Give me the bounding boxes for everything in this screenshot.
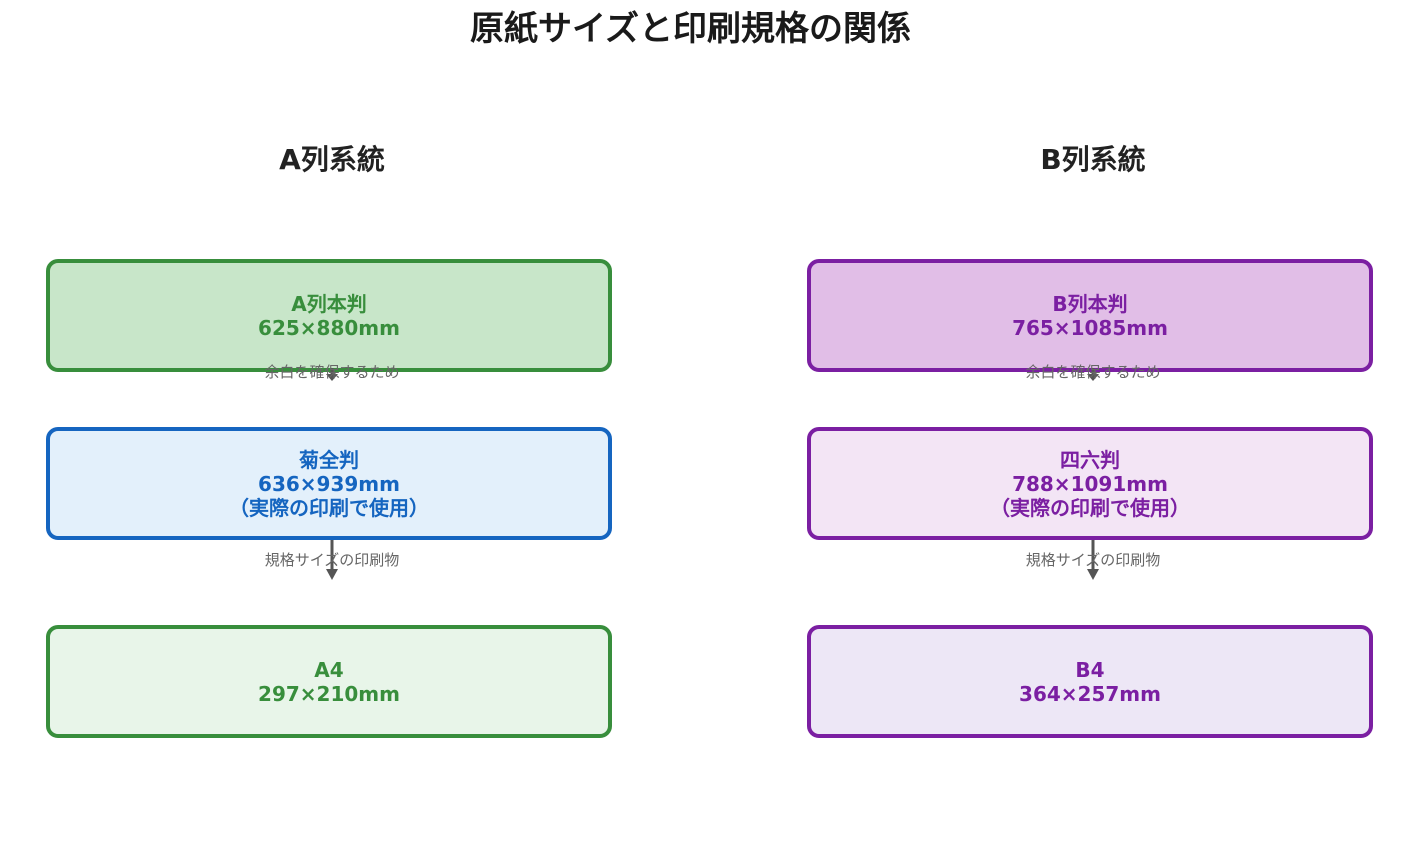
arrow-label-b-2: 規格サイズの印刷物	[1025, 551, 1161, 569]
arrow-label-b-1: 余白を確保するため	[1025, 363, 1161, 381]
arrow-label-a-2: 規格サイズの印刷物	[264, 551, 400, 569]
arrow-b-2	[1087, 540, 1099, 580]
box-a4-size: 297×210mm	[258, 681, 400, 706]
box-a4-name: A4	[314, 657, 344, 682]
box-b-honban-size: 765×1085mm	[1012, 315, 1168, 340]
box-b4-size: 364×257mm	[1019, 681, 1161, 706]
arrow-label-a-1: 余白を確保するため	[264, 363, 400, 381]
box-b-shiroku: 四六判 788×1091mm （実際の印刷で使用）	[807, 427, 1373, 540]
diagram-title: 原紙サイズと印刷規格の関係	[470, 9, 911, 49]
column-title-b: B列系統	[1040, 143, 1146, 176]
box-b4-name: B4	[1075, 657, 1105, 682]
box-b-shiroku-size: 788×1091mm	[1012, 471, 1168, 496]
box-a-honban-size: 625×880mm	[258, 315, 400, 340]
arrow-b-1	[1087, 368, 1099, 381]
box-a-kiku: 菊全判 636×939mm （実際の印刷で使用）	[46, 427, 612, 540]
box-b-shiroku-name: 四六判	[1060, 447, 1120, 472]
box-a4: A4 297×210mm	[46, 625, 612, 738]
column-title-a: A列系統	[279, 143, 385, 176]
arrow-a-2	[326, 540, 338, 580]
box-a-honban-name: A列本判	[291, 291, 367, 316]
box-a-kiku-note: （実際の印刷で使用）	[229, 495, 429, 520]
box-a-honban: A列本判 625×880mm	[46, 259, 612, 372]
box-b-honban: B列本判 765×1085mm	[807, 259, 1373, 372]
box-b-shiroku-note: （実際の印刷で使用）	[990, 495, 1190, 520]
box-a-kiku-size: 636×939mm	[258, 471, 400, 496]
box-b-honban-name: B列本判	[1052, 291, 1128, 316]
box-a-kiku-name: 菊全判	[299, 447, 359, 472]
box-b4: B4 364×257mm	[807, 625, 1373, 738]
arrow-a-1	[326, 368, 338, 381]
